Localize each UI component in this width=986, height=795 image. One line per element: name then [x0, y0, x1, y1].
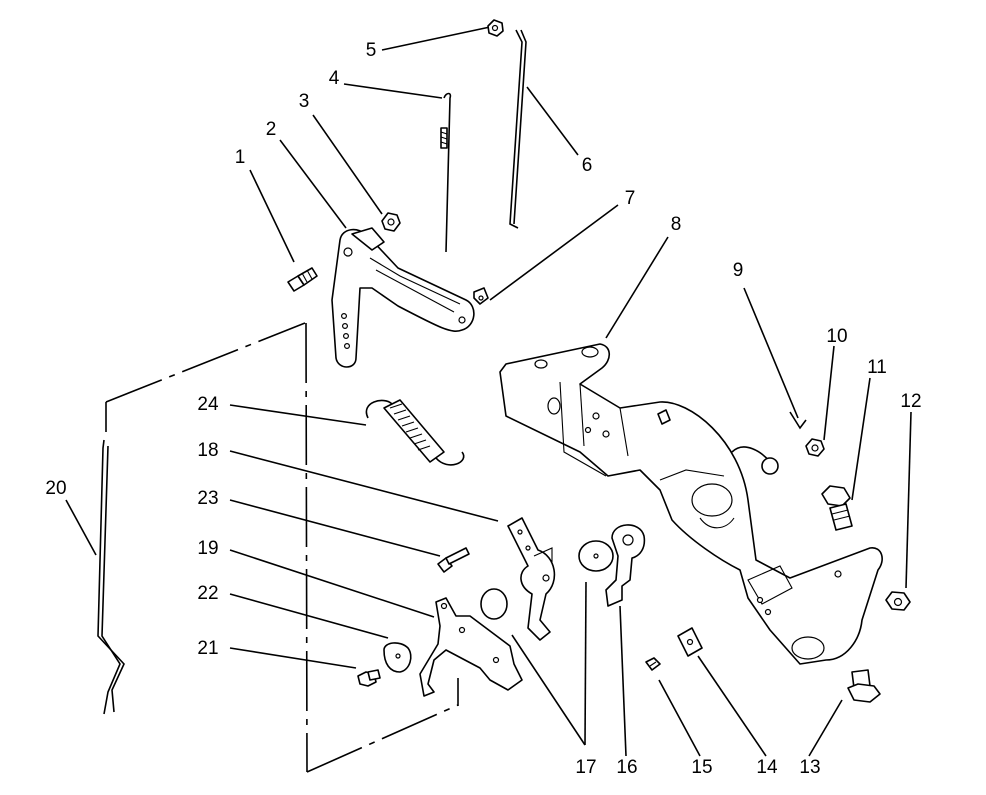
callout-9: 9 — [733, 260, 744, 281]
callout-5: 5 — [366, 40, 377, 61]
leader-lines — [65, 26, 912, 757]
part-19-bracket — [419, 597, 523, 697]
callout-20: 20 — [45, 478, 66, 499]
part-11-bolt — [821, 485, 853, 531]
callout-15: 15 — [691, 757, 712, 778]
callout-labels: 1 2 3 4 5 6 7 8 9 10 11 12 13 14 15 16 1… — [45, 40, 921, 778]
callout-11: 11 — [867, 357, 887, 378]
part-17-washer-a — [578, 540, 614, 572]
part-13-bolt — [847, 669, 881, 703]
callout-17: 17 — [575, 757, 596, 778]
part-7-clip — [473, 287, 489, 305]
callout-8: 8 — [671, 214, 682, 235]
part-17-washer-b — [480, 588, 508, 620]
part-22-washer — [383, 642, 412, 673]
callout-21: 21 — [197, 638, 218, 659]
part-20-wire-rod — [97, 439, 125, 715]
part-24-spring — [365, 399, 465, 466]
part-16-lever — [605, 524, 646, 607]
callout-23: 23 — [197, 488, 218, 509]
part-21-screw — [357, 669, 381, 687]
callout-18: 18 — [197, 440, 218, 461]
part-12-nut — [885, 591, 911, 611]
part-10-nut — [805, 438, 825, 457]
callout-14: 14 — [756, 757, 778, 778]
part-9-spring-wire — [731, 411, 807, 475]
part-2-throttle-lever — [331, 227, 475, 368]
callout-22: 22 — [197, 583, 218, 604]
part-6-link-rod — [509, 29, 527, 229]
part-5-nut — [487, 19, 504, 37]
callout-6: 6 — [582, 155, 593, 176]
callout-24: 24 — [197, 394, 219, 415]
part-14-clip — [677, 627, 703, 657]
part-1-screw — [287, 267, 318, 292]
callout-13: 13 — [799, 757, 820, 778]
callout-12: 12 — [900, 391, 921, 412]
part-3-nut — [381, 212, 401, 232]
callout-3: 3 — [299, 91, 310, 112]
part-4-spring-rod — [440, 92, 452, 253]
callout-19: 19 — [197, 538, 218, 559]
callout-4: 4 — [329, 68, 340, 89]
part-20-bracket — [105, 322, 459, 773]
callout-16: 16 — [616, 757, 637, 778]
callout-2: 2 — [266, 119, 277, 140]
callout-1: 1 — [235, 147, 246, 168]
callout-7: 7 — [625, 188, 636, 209]
part-23-screw — [437, 547, 470, 573]
part-15-screw — [645, 657, 661, 671]
part-18-governor-lever — [507, 517, 556, 641]
part-8-control-bracket — [499, 343, 883, 665]
callout-10: 10 — [826, 326, 847, 347]
